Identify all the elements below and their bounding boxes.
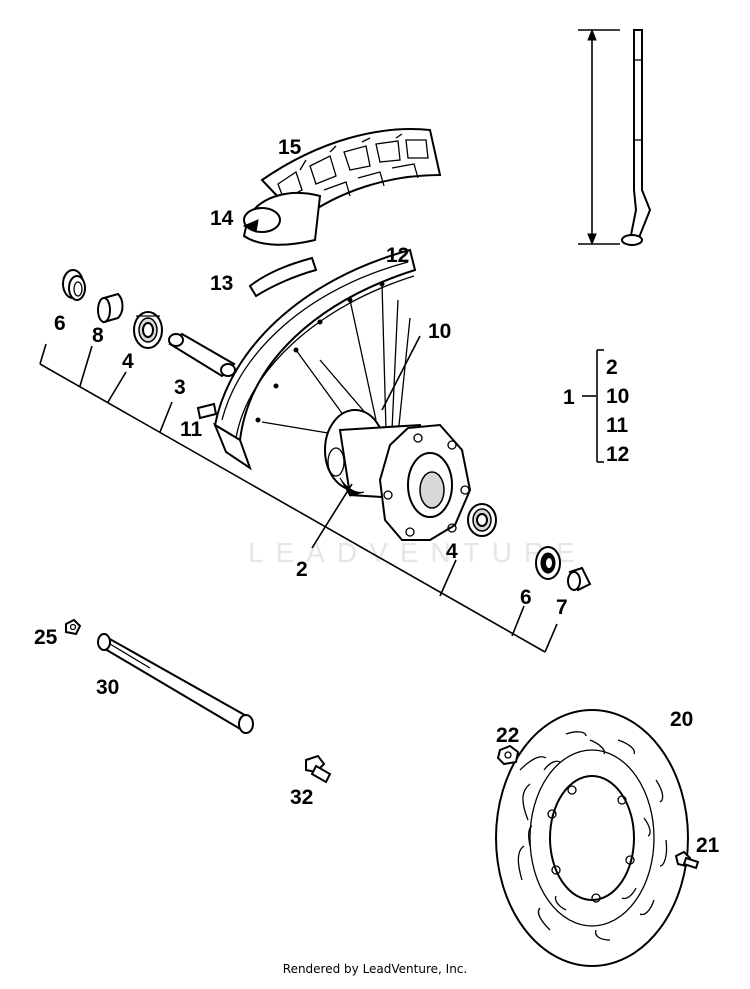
seal-left-part (62, 269, 86, 301)
bolt-32-part (305, 754, 332, 784)
hub-part (324, 409, 472, 541)
callout-25: 25 (34, 626, 58, 649)
callout-13: 13 (210, 272, 233, 295)
assembly-child-12: 12 (606, 443, 629, 466)
callout-2: 2 (296, 558, 308, 581)
assembly-child-10: 10 (606, 385, 629, 408)
axle-part (97, 633, 254, 734)
assembly-bracket (582, 349, 604, 463)
inner-tube-part (242, 192, 322, 246)
assembly-parent-label: 1 (563, 386, 575, 409)
callout-14: 14 (210, 207, 234, 230)
assembly-child-2: 2 (606, 356, 618, 379)
assembly-child-11: 11 (606, 414, 629, 437)
spacer-right-part (567, 566, 592, 592)
callout-30: 30 (96, 676, 119, 699)
callout-8: 8 (92, 324, 104, 347)
axle-nut-part (65, 618, 82, 636)
callout-21: 21 (696, 834, 720, 857)
disc-nut-22-part (496, 744, 520, 766)
callout-3: 3 (174, 376, 186, 399)
callout-11: 11 (180, 418, 203, 441)
footer-credit: Rendered by LeadVenture, Inc. (282, 962, 468, 976)
callout-10: 10 (428, 320, 451, 343)
assembly-axis (39, 335, 558, 653)
callout-12: 12 (386, 244, 409, 267)
callout-4-left: 4 (122, 350, 134, 373)
distance-tube-part (168, 332, 236, 378)
callout-7: 7 (556, 596, 568, 619)
callout-4-right: 4 (446, 540, 458, 563)
spoke-part (578, 28, 652, 246)
seal-right-part (535, 546, 561, 580)
valve-nipple-part (196, 402, 218, 420)
bearing-right-part (467, 503, 497, 537)
callout-15: 15 (278, 136, 302, 159)
rim-part (212, 248, 417, 471)
brake-disc-part (495, 709, 689, 967)
rim-strap-part (248, 256, 318, 298)
callout-6-right: 6 (520, 586, 532, 609)
callout-20: 20 (670, 708, 693, 731)
disc-bolt-21-part (674, 850, 700, 870)
spacer-bushing-left-part (97, 292, 124, 324)
callout-6-left: 6 (54, 312, 66, 335)
callout-22: 22 (496, 724, 519, 747)
watermark: LEADVENTURE (248, 537, 587, 568)
bearing-left-part (133, 311, 163, 349)
callout-32: 32 (290, 786, 313, 809)
